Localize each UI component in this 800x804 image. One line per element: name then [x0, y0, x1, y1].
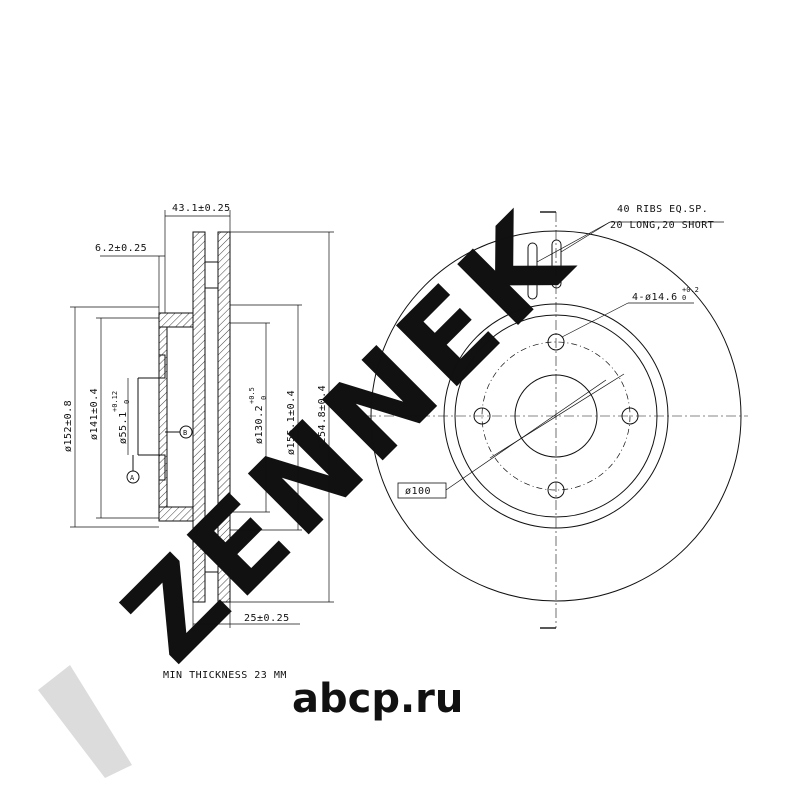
datum-b-label: B [183, 429, 187, 437]
dim-dia-130-tol-lower: 0 [260, 396, 268, 400]
dim-disc-thickness: 25±0.25 [244, 613, 290, 624]
dim-dia-55: ø55.1 [118, 411, 129, 444]
pcd-label-box: ø100 [397, 482, 447, 499]
dim-dia-130: ø130.2 [254, 405, 265, 444]
dim-dia-254: ø254.8±0.4 [317, 385, 328, 450]
front-view [366, 211, 748, 629]
rib-long [527, 242, 538, 300]
watermark: ZENNEK abcp.ru [38, 186, 599, 778]
dim-dia-155: ø155.1±0.4 [286, 390, 297, 455]
bolt-holes-note: 4-ø14.6 [632, 292, 678, 303]
abcp-logo-text: abcp.ru [292, 676, 463, 722]
rib-short [551, 239, 562, 289]
hat-section [158, 312, 194, 328]
pcd-label: ø100 [405, 486, 431, 497]
min-thickness-note: MIN THICKNESS 23 MM [163, 670, 287, 681]
side-section-view: A B [126, 231, 231, 603]
bolt-holes-tol-lower: 0 [682, 294, 686, 302]
datum-a-label: A [130, 474, 135, 482]
side-dimensions [70, 210, 334, 628]
dim-total-width: 43.1±0.25 [172, 203, 231, 214]
outer-plate [192, 231, 206, 603]
watermark-chevron [38, 665, 132, 778]
dim-dia-130-tol-upper: +0.5 [248, 387, 256, 404]
dim-dia-55-tol-lower: 0 [123, 400, 131, 404]
dim-hat-thickness: 6.2±0.25 [95, 243, 147, 254]
ribs-note-line1: 40 RIBS EQ.SP. [617, 204, 708, 215]
dim-dia-55-tol-upper: +0.12 [111, 391, 119, 412]
abcp-logo: abcp.ru [292, 676, 463, 722]
bolt-holes-tol-upper: +0.2 [682, 286, 699, 294]
ribs-note-line2: 20 LONG,20 SHORT [610, 220, 714, 231]
dim-dia-152: ø152±0.8 [63, 400, 74, 452]
pcd-circle [481, 341, 631, 491]
dim-dia-141: ø141±0.4 [89, 388, 100, 440]
inner-plate [217, 231, 231, 603]
